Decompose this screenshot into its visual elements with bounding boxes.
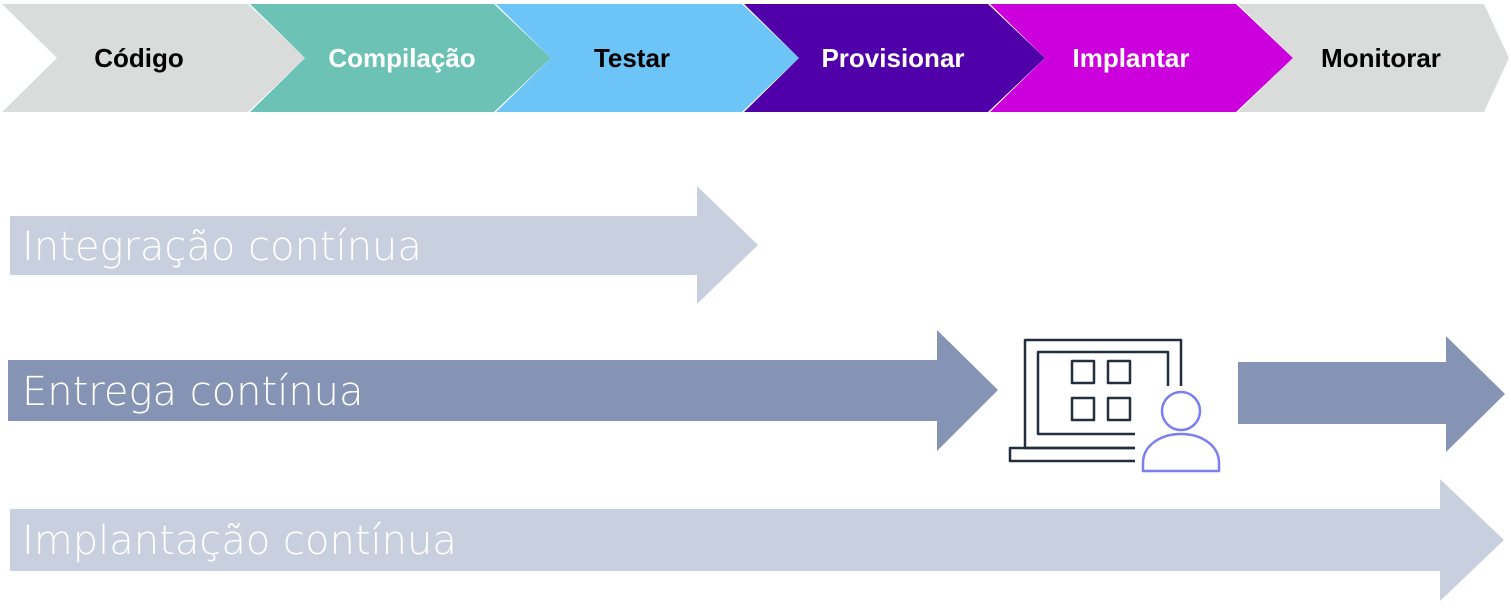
stage-implantar: Implantar: [990, 4, 1293, 112]
band-continuous-delivery: Entrega contínua: [8, 330, 1505, 452]
stage-implantar-chevron: [990, 4, 1293, 112]
stage-testar: Testar: [496, 4, 799, 112]
stage-provisionar-chevron: [744, 4, 1045, 112]
stage-monitorar-label: Monitorar: [1321, 43, 1441, 73]
deploy-arrow: [10, 479, 1504, 601]
laptop-icon: [1008, 338, 1183, 463]
stage-codigo: Código: [2, 4, 305, 112]
cd-label: Entrega contínua: [22, 369, 364, 415]
stage-monitorar-chevron: [1238, 4, 1509, 112]
stage-compilacao: Compilação: [250, 4, 551, 112]
user-icon: [1141, 390, 1221, 473]
stage-testar-label: Testar: [594, 43, 670, 73]
pipeline-stages: Código Compilação Testar Provisionar Imp…: [2, 4, 1509, 112]
cd-arrow: [8, 330, 998, 451]
ci-arrow: [10, 186, 758, 304]
stage-provisionar: Provisionar: [744, 4, 1045, 112]
stage-monitorar: Monitorar: [1238, 4, 1509, 112]
stage-codigo-chevron: [2, 4, 305, 112]
stage-implantar-label: Implantar: [1072, 43, 1189, 73]
laptop-user-approval-icon: [1008, 338, 1221, 473]
stage-provisionar-label: Provisionar: [821, 43, 964, 73]
band-continuous-deployment: Implantação contínua: [10, 479, 1504, 601]
stage-codigo-label: Código: [94, 43, 184, 73]
band-continuous-integration: Integração contínua: [10, 186, 758, 304]
stage-compilacao-label: Compilação: [328, 43, 475, 73]
stage-testar-chevron: [496, 4, 799, 112]
ci-label: Integração contínua: [22, 224, 422, 270]
deploy-label: Implantação contínua: [22, 518, 457, 564]
cd-continuation-arrow: [1238, 336, 1505, 452]
stage-compilacao-chevron: [250, 4, 551, 112]
